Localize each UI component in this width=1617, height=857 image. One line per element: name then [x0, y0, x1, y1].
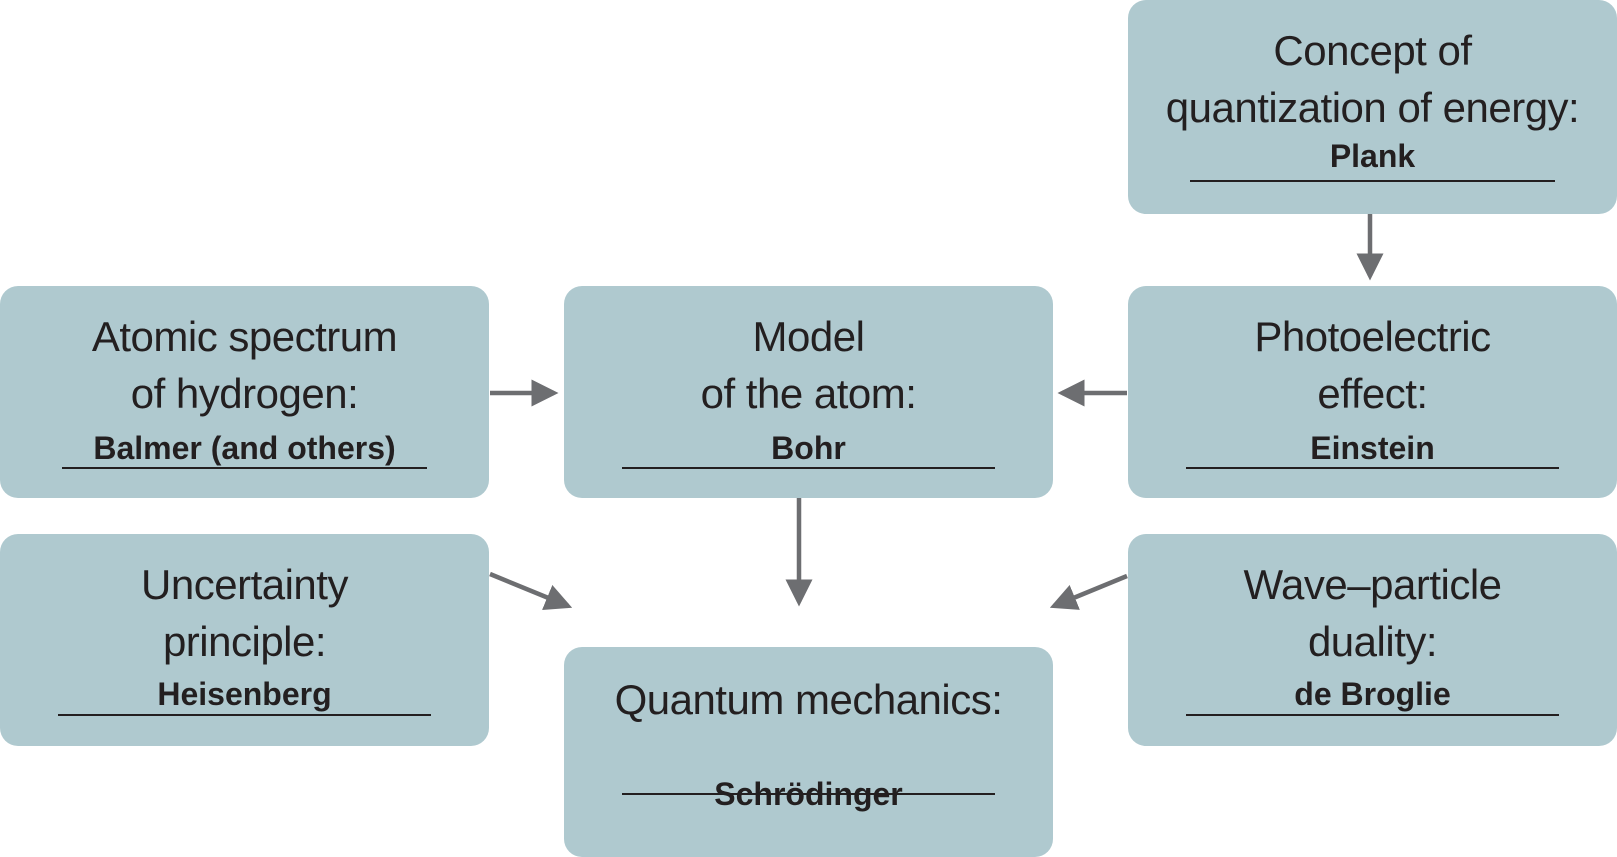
node-text: Model — [752, 313, 865, 360]
arrow-debroglie-to-quantum — [1049, 573, 1128, 610]
node-text: quantization of energy: — [1165, 84, 1580, 131]
node-einstein: Photoelectric effect: Einstein — [1128, 286, 1617, 498]
node-text: Uncertainty — [141, 561, 348, 608]
scientist-name: Heisenberg — [157, 676, 332, 712]
node-text: Atomic spectrum — [91, 313, 398, 360]
scientist-name: Plank — [1329, 138, 1416, 174]
arrow-heisenberg-to-quantum — [489, 571, 573, 610]
underline — [62, 467, 427, 469]
underline — [1186, 467, 1559, 469]
node-text: Wave–particle — [1243, 561, 1502, 608]
node-debroglie: Wave–particle duality: de Broglie — [1128, 534, 1617, 746]
underline — [1186, 714, 1559, 716]
scientist-name: de Broglie — [1294, 676, 1451, 712]
node-text: Concept of — [1273, 27, 1472, 74]
node-text: effect: — [1317, 370, 1428, 417]
node-quantum: Quantum mechanics: Schrödinger — [564, 647, 1053, 857]
scientist-name: Bohr — [771, 430, 846, 466]
underline — [622, 467, 995, 469]
node-planck: Concept of quantization of energy: Plank — [1128, 0, 1617, 214]
node-hydrogen: Atomic spectrum of hydrogen: Balmer (and… — [0, 286, 489, 498]
node-text: Quantum mechanics: — [614, 676, 1003, 723]
node-bohr: Model of the atom: Bohr — [564, 286, 1053, 498]
node-text: Photoelectric — [1254, 313, 1491, 360]
underline — [58, 714, 431, 716]
node-text: of hydrogen: — [130, 370, 359, 417]
scientist-name: Einstein — [1310, 430, 1435, 466]
arrows-layer — [489, 214, 1384, 610]
underline — [1190, 180, 1555, 182]
underline — [622, 793, 995, 795]
node-text: principle: — [162, 618, 327, 665]
node-text: duality: — [1307, 618, 1438, 665]
scientist-name: Balmer (and others) — [93, 430, 396, 466]
node-text: of the atom: — [700, 370, 917, 417]
node-heisenberg: Uncertainty principle: Heisenberg — [0, 534, 489, 746]
